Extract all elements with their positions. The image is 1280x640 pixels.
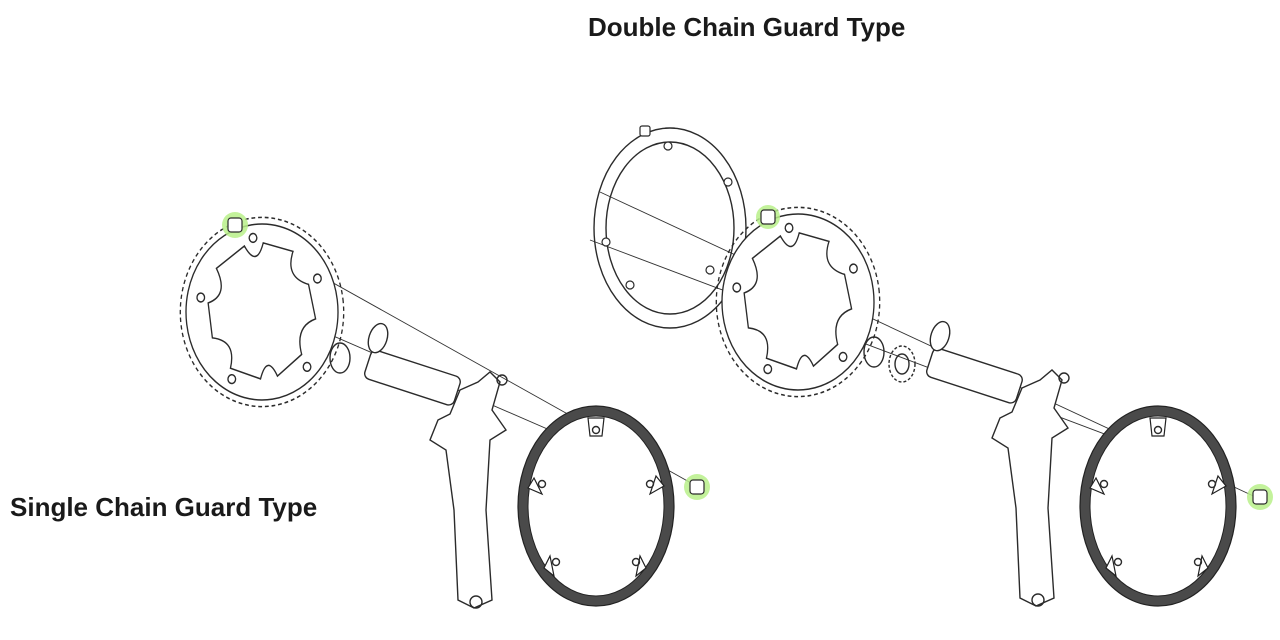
crank-arm <box>924 318 1070 607</box>
chain-guard-bolt-highlighted <box>684 474 710 500</box>
chain-guard <box>1079 405 1237 607</box>
chain-guard <box>517 405 675 607</box>
axis-line-lower-double <box>589 239 1201 471</box>
inner-chain-guard <box>593 127 747 329</box>
chainring-bolt-highlighted <box>222 212 248 238</box>
crank-arm <box>362 320 508 609</box>
single-chain-guard-title: Single Chain Guard Type <box>10 492 318 522</box>
single-chain-guard-assembly <box>168 204 710 609</box>
guard-screw <box>639 125 651 137</box>
chainring-bolt-highlighted <box>756 205 780 229</box>
chain-guard-bolt-highlighted <box>1247 484 1273 510</box>
double-chain-guard-assembly <box>589 125 1273 607</box>
spacer-ring <box>888 345 916 383</box>
double-chain-guard-title: Double Chain Guard Type <box>588 12 906 42</box>
o-ring <box>329 342 351 374</box>
o-ring <box>863 336 885 368</box>
chainring <box>168 204 356 420</box>
